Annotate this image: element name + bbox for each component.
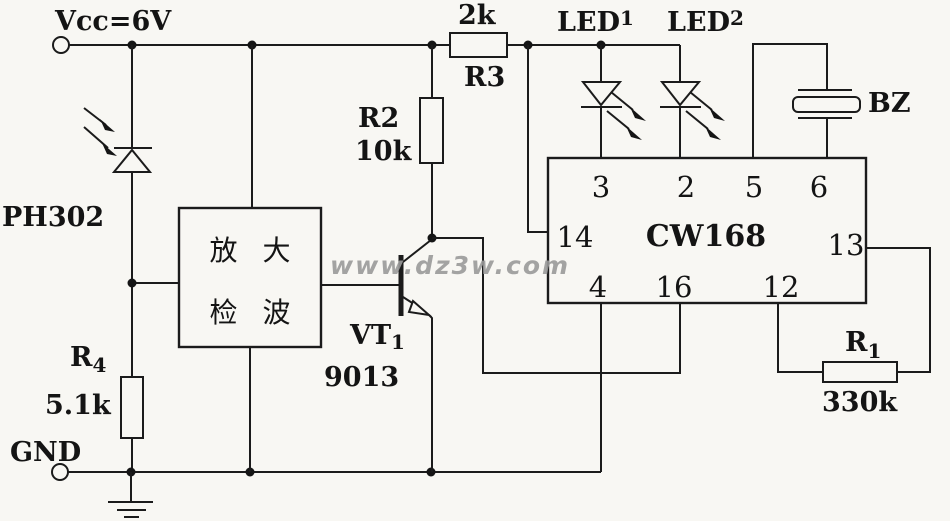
earth-ground-icon [108, 472, 153, 518]
amp-box-line1: 放 大 [210, 234, 299, 267]
vt1-model: 9013 [324, 362, 399, 393]
light-arrow-icon [102, 143, 117, 156]
pin13-to-r1-wire [866, 247, 931, 373]
r4-sub: 4 [92, 353, 106, 377]
vcc-label: Vcc=6V [54, 6, 172, 37]
gnd-label: GND [10, 437, 81, 468]
emit-arrow-icon [626, 126, 642, 140]
collector-lead [402, 239, 432, 263]
photodiode-ph302: PH302 [2, 45, 153, 377]
svg-text:VT1: VT1 [349, 320, 405, 354]
r2-name: R2 [358, 103, 399, 134]
ic-label: CW168 [646, 219, 766, 254]
r1-sub: 1 [867, 339, 881, 363]
svg-text:R4: R4 [70, 342, 106, 377]
r3-to-pin14-wire [527, 45, 548, 233]
ic-pin-3: 3 [592, 170, 610, 204]
watermark: www.dz3w.com [330, 251, 570, 280]
svg-text:R1: R1 [845, 327, 881, 363]
emitter-arrow-icon [407, 299, 433, 317]
ic-pin-6: 6 [810, 170, 828, 204]
transistor-vt1: VT1 9013 [324, 233, 437, 472]
resistor-r2: R2 10k [355, 45, 444, 238]
ic-pin-14: 14 [557, 220, 594, 254]
amplifier-detector-box: 放 大 检 波 [127, 45, 399, 472]
ic-pin-16: 16 [656, 270, 693, 304]
gnd-rail: GND [10, 437, 601, 518]
light-arrow-icon [100, 119, 115, 132]
ic-cw168: 3 2 5 6 14 CW168 13 4 16 12 [546, 156, 868, 305]
buzzer-bz: BZ [752, 43, 911, 158]
led2-sup: 2 [730, 6, 744, 30]
amp-box-line2: 检 波 [210, 296, 299, 329]
junction-dot [127, 278, 137, 288]
photodiode-icon [111, 148, 153, 173]
resistor-body [822, 361, 898, 383]
led1: LED1 [557, 6, 646, 158]
ic-outline [546, 156, 868, 305]
buzzer-label: BZ [868, 88, 911, 119]
r4-value: 5.1k [45, 390, 112, 421]
led1-sup: 1 [620, 6, 634, 30]
svg-text:LED2: LED2 [667, 6, 744, 38]
resistor-body [120, 376, 144, 439]
vcc-terminal-icon [52, 36, 70, 54]
pin12-to-r1-wire [777, 303, 823, 373]
emit-arrow-icon [630, 107, 646, 121]
resistor-r3: 2k R3 [449, 0, 508, 93]
vt1-sub: 1 [391, 330, 405, 354]
ic-pin-2: 2 [677, 170, 695, 204]
ic-pin-5: 5 [745, 170, 763, 204]
led-icon [580, 81, 623, 107]
ic-pin-12: 12 [763, 270, 800, 304]
emit-arrow-icon [709, 107, 725, 121]
ic-pin-13: 13 [828, 228, 865, 262]
led1-name: LED [557, 7, 620, 38]
emit-arrow-icon [705, 126, 721, 140]
photodiode-label: PH302 [2, 202, 104, 233]
r4-name: R [70, 342, 93, 373]
ic-pin-4: 4 [589, 270, 607, 304]
svg-text:LED1: LED1 [557, 6, 634, 38]
r1-value: 330k [822, 387, 898, 418]
r2-value: 10k [355, 136, 413, 167]
buzzer-icon [792, 96, 861, 113]
led2: LED2 [659, 6, 744, 158]
resistor-body [449, 32, 508, 58]
r3-value: 2k [458, 0, 497, 31]
led2-name: LED [667, 7, 730, 38]
resistor-r4: R4 5.1k [45, 342, 144, 472]
pin5-to-buzzer-wire [752, 43, 828, 158]
r1-name: R [845, 327, 868, 358]
resistor-body [419, 97, 444, 164]
led-icon [659, 81, 702, 107]
vt1-name: VT [349, 320, 391, 351]
interconnect-wires [432, 45, 681, 472]
resistor-r1: R1 330k [777, 247, 931, 418]
collector-to-pin16-wire [432, 237, 681, 374]
r3-name: R3 [464, 62, 505, 93]
